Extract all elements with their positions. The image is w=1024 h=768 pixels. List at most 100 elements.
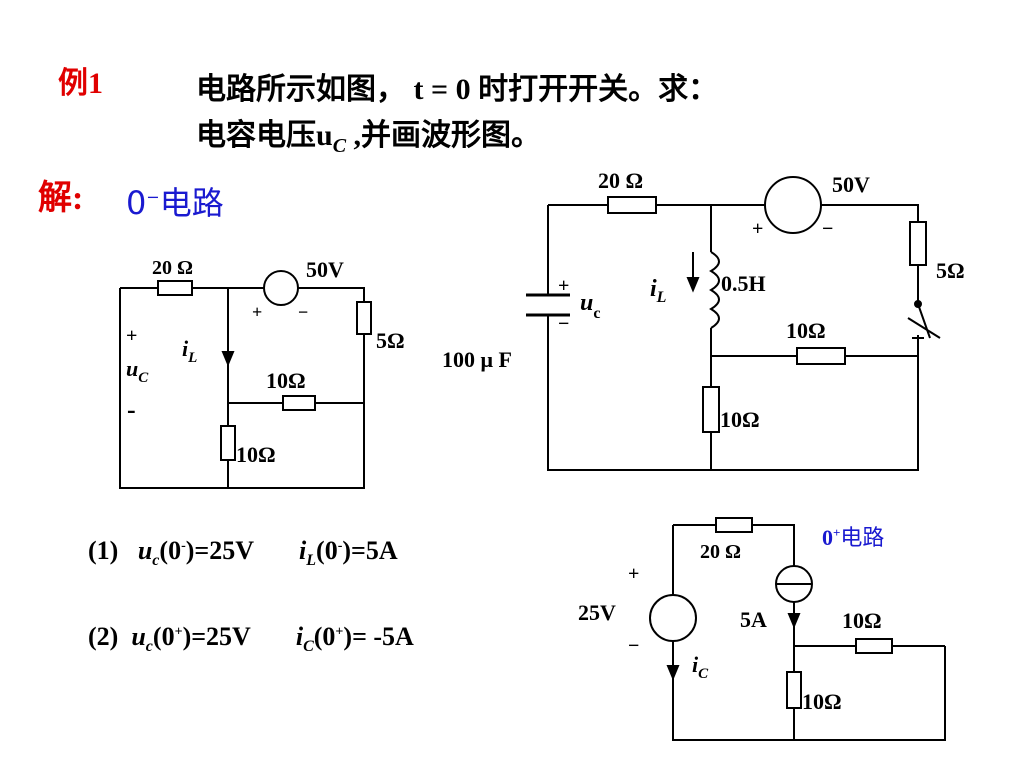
zm-r10h-label: 10Ω — [266, 368, 306, 393]
main-minus-label: − — [822, 218, 833, 240]
zm-r5-resistor — [356, 301, 372, 335]
problem-line-2-rest: ,并画波形图。 — [346, 119, 542, 152]
zp-minus-label: − — [628, 635, 639, 657]
zm-50v-source — [263, 270, 299, 306]
example-label: 例1 — [58, 67, 103, 100]
zp-title-sup: + — [833, 525, 840, 540]
zm-il-label: iL — [182, 336, 197, 366]
zp-ic-arrowhead — [666, 665, 680, 681]
result-line-2: (2) uc(0+)=25V iC(0+)= -5A — [88, 622, 414, 656]
result-2-a-var: u — [131, 622, 146, 651]
result-2-a-sub: c — [145, 638, 153, 656]
zp-outer-wire — [672, 525, 946, 741]
zp-25v-label: 25V — [578, 600, 616, 625]
result-1-a-sup: - — [181, 538, 186, 554]
result-1-b-rest: (0 — [316, 536, 338, 565]
section-label-sup: − — [146, 187, 160, 207]
main-r10h-label: 10Ω — [786, 318, 826, 343]
section-label: 0−电路 — [126, 178, 224, 224]
zm-il-arrowhead — [221, 351, 235, 367]
zm-r20-label: 20 Ω — [152, 257, 193, 279]
zm-plus-label: + — [252, 302, 262, 322]
main-il-arrowhead — [686, 277, 700, 293]
section-label-rest: 电路 — [159, 184, 224, 222]
result-1-a-rest: (0 — [159, 536, 182, 565]
result-1-b-val: )=5A — [342, 536, 398, 565]
result-2-a-sup: + — [174, 624, 183, 640]
main-r10v-label: 10Ω — [720, 407, 760, 432]
zm-uc-minus: - — [127, 395, 136, 424]
main-cap-plus: + — [558, 275, 569, 297]
result-1-a-var: u — [137, 536, 153, 565]
zm-r20-resistor — [157, 280, 193, 296]
zp-r20-label: 20 Ω — [700, 541, 741, 563]
main-inductor-label: 0.5H — [721, 271, 766, 296]
main-r5-resistor — [909, 221, 927, 266]
result-line-1: (1) uc(0-)=25V iL(0-)=5A — [88, 536, 398, 570]
main-uc-sub: c — [593, 305, 600, 322]
result-2-a-rest: (0 — [152, 622, 175, 651]
zp-r10-vertical — [786, 671, 802, 709]
main-capacitor — [526, 293, 570, 317]
main-inductor — [709, 251, 720, 329]
zero-plus-circuit — [649, 517, 946, 741]
main-outer-wire — [547, 205, 919, 471]
main-il-sub: L — [656, 289, 667, 306]
result-2-b-val: )= -5A — [343, 622, 414, 651]
main-r5-label: 5Ω — [936, 258, 965, 283]
result-1-a-sub: c — [152, 552, 160, 570]
zm-r10-vertical — [220, 425, 236, 461]
result-1-num: (1) — [88, 536, 119, 565]
zp-title: 0+电路 — [822, 525, 884, 551]
zp-r10h-label: 10Ω — [842, 608, 882, 633]
zm-outer-wire — [119, 288, 365, 489]
problem-line-2: 电容电压uC ,并画波形图。 — [196, 110, 541, 158]
main-50v-label: 50V — [832, 172, 870, 197]
main-r10-horizontal — [796, 347, 846, 365]
problem-line-2-sub: C — [332, 135, 347, 157]
main-switch-cross — [907, 317, 941, 339]
zp-top-wire — [673, 524, 795, 566]
zp-r10-horizontal — [855, 638, 893, 654]
solution-label: 解: — [38, 180, 84, 217]
problem-line-1: 电路所示如图， t = 0 时打开开关。求： — [196, 73, 719, 106]
result-2-b-sub: C — [303, 638, 314, 656]
zp-ic-label: iC — [692, 652, 709, 682]
result-1-a-val: )=25V — [185, 536, 254, 565]
zp-ic-var: i — [692, 652, 699, 677]
zm-uc-label: uC — [126, 356, 149, 386]
result-1-b-sub: L — [306, 552, 317, 570]
zp-5a-label: 5A — [740, 607, 767, 632]
main-uc-var: u — [580, 290, 593, 316]
zm-uc-plus: + — [126, 325, 137, 347]
result-2-a-val: )=25V — [182, 622, 251, 651]
result-2-b-rest: (0 — [313, 622, 336, 651]
main-circuit — [526, 176, 941, 471]
zm-r5-label: 5Ω — [376, 328, 405, 353]
result-2-num: (2) — [88, 622, 119, 651]
main-cap-minus: − — [558, 313, 569, 335]
zp-ic-sub: C — [698, 666, 709, 682]
main-il-var: i — [650, 276, 657, 302]
zm-r10-horizontal — [282, 395, 316, 411]
zm-r10v-label: 10Ω — [236, 442, 276, 467]
main-cap-label: 100 μ F — [442, 347, 512, 372]
zm-uc-var: u — [126, 356, 138, 381]
main-uc-label: uc — [580, 290, 600, 322]
result-1-b-sup: - — [337, 538, 343, 554]
zp-r20-resistor — [715, 517, 753, 533]
result-1-b-var: i — [299, 536, 307, 565]
zm-uc-sub: C — [138, 370, 149, 386]
zp-title-num: 0 — [822, 525, 833, 550]
zm-minus-label: − — [298, 302, 308, 322]
result-2-b-sup: + — [335, 624, 344, 640]
zp-5a-arrowhead — [787, 613, 801, 629]
zp-plus-label: + — [628, 563, 639, 585]
main-50v-source — [764, 176, 822, 234]
problem-line-2-text: 电容电压u — [196, 119, 333, 152]
zp-25v-source — [649, 594, 697, 642]
zp-r10v-label: 10Ω — [802, 689, 842, 714]
result-2-b-var: i — [295, 622, 304, 651]
zp-title-rest: 电路 — [840, 526, 884, 551]
zm-50v-label: 50V — [306, 257, 344, 282]
